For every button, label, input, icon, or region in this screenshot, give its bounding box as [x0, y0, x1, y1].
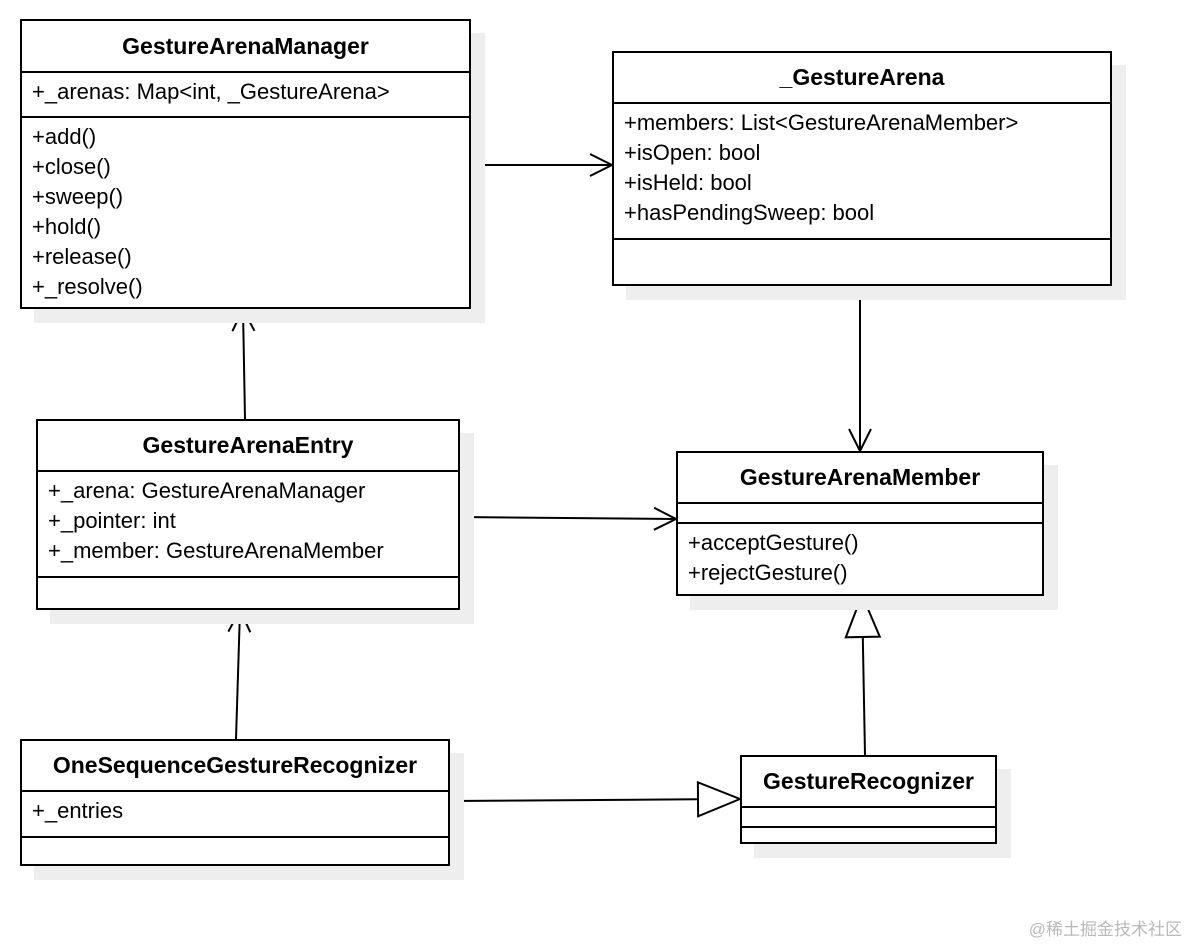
method: +hold() [32, 214, 102, 239]
method: +rejectGesture() [688, 560, 848, 585]
association-edge [848, 288, 872, 454]
class-name: GestureArenaMember [678, 453, 1042, 504]
class-name: OneSequenceGestureRecognizer [22, 741, 448, 792]
inheritance-edge [844, 592, 882, 756]
attributes-section: +_entries [22, 792, 448, 838]
method: +_resolve() [32, 274, 143, 299]
methods-section: +acceptGesture() +rejectGesture() [678, 524, 1042, 594]
class-arena[interactable]: _GestureArena+members: List<GestureArena… [612, 51, 1112, 286]
attributes-section: +_arenas: Map<int, _GestureArena> [22, 73, 469, 118]
association-edge [471, 153, 615, 177]
method: +add() [32, 124, 97, 149]
attribute: +_member: GestureArenaMember [48, 538, 384, 563]
attribute: +_arenas: Map<int, _GestureArena> [32, 79, 390, 104]
class-name: GestureArenaEntry [38, 421, 458, 472]
class-name: GestureRecognizer [742, 757, 995, 808]
edge-line [449, 798, 699, 802]
method: +close() [32, 154, 111, 179]
attribute: +hasPendingSweep: bool [624, 200, 875, 225]
methods-section [742, 828, 995, 842]
attribute: +_pointer: int [48, 508, 176, 533]
association-edge [459, 506, 679, 531]
class-name: GestureArenaManager [22, 21, 469, 73]
hollow-triangle-arrowhead [696, 780, 743, 818]
association-edge [231, 306, 256, 420]
methods-section [614, 240, 1110, 284]
attribute: +isHeld: bool [624, 170, 752, 195]
methods-section: +add() +close() +sweep() +hold() +release() +… [22, 118, 469, 307]
edge-line [235, 609, 241, 740]
class-entry[interactable]: GestureArenaEntry+_arena: GestureArenaMa… [36, 419, 460, 610]
attribute: +isOpen: bool [624, 140, 761, 165]
watermark: @稀土掘金技术社区 [1028, 920, 1182, 939]
attribute: +members: List<GestureArenaMember> [624, 110, 1019, 135]
class-member[interactable]: GestureArenaMember +acceptGesture() +rejec… [676, 451, 1044, 596]
class-oneseq[interactable]: OneSequenceGestureRecognizer +_entries [20, 739, 450, 866]
edge-line [861, 636, 866, 756]
class-recognizer[interactable]: GestureRecognizer [740, 755, 997, 844]
edge-line [459, 516, 677, 520]
method: +acceptGesture() [688, 530, 859, 555]
hollow-triangle-arrowhead [844, 592, 882, 639]
attributes-section: +_arena: GestureArenaManager +_pointer: i… [38, 472, 458, 578]
attributes-section: +members: List<GestureArenaMember> +isOpe… [614, 104, 1110, 240]
class-name: _GestureArena [614, 53, 1110, 104]
inheritance-edge [449, 780, 743, 818]
edge-line [242, 308, 246, 420]
methods-section [38, 578, 458, 608]
attributes-section [678, 504, 1042, 524]
attributes-section [742, 808, 995, 828]
method: +release() [32, 244, 132, 269]
class-manager[interactable]: GestureArenaManager +_arenas: Map<int, _G… [20, 19, 471, 309]
attribute: +_arena: GestureArenaManager [48, 478, 366, 503]
attribute: +_entries [32, 798, 124, 823]
association-edge [227, 607, 252, 740]
method: +sweep() [32, 184, 124, 209]
methods-section [22, 838, 448, 864]
